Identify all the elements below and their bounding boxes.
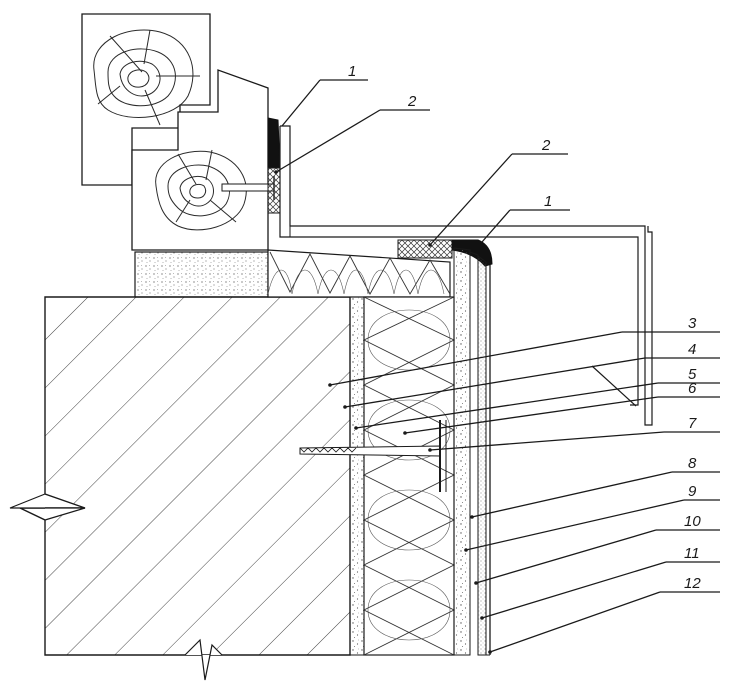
- callout-label-12: 12: [684, 575, 701, 592]
- callout-label-5: 5: [688, 366, 697, 383]
- sealant-upper: [267, 117, 281, 214]
- callout-labels: 1 2 2 1 3 4 5 6 7 8 9 10 11 12: [348, 63, 701, 592]
- sealing-tape-lower: [397, 239, 453, 259]
- callout-label-7: 7: [688, 415, 697, 432]
- sill-flashing: [279, 125, 653, 426]
- leader-dots: [274, 170, 492, 654]
- masonry-wall: [9, 296, 351, 681]
- callout-label-10: 10: [684, 513, 701, 530]
- base-coat-layer: [453, 247, 471, 656]
- callout-label-1-upper: 1: [348, 63, 356, 80]
- reinforcing-mesh: [469, 251, 479, 655]
- callout-label-2-lower: 2: [541, 137, 551, 154]
- callout-label-9: 9: [688, 483, 697, 500]
- anchor-dowel: [299, 420, 447, 492]
- leader-lines: [275, 79, 720, 653]
- wood-grain-upper: [93, 29, 200, 126]
- callout-label-2-upper: 2: [407, 93, 417, 110]
- callout-label-3: 3: [688, 315, 697, 332]
- adhesive-layer: [349, 296, 365, 656]
- decorative-plaster: [477, 255, 487, 656]
- callout-label-8: 8: [688, 455, 697, 472]
- window-frame: [81, 13, 275, 251]
- callout-label-11: 11: [684, 545, 700, 562]
- callout-label-1-lower: 1: [544, 193, 552, 210]
- callout-label-4: 4: [688, 341, 696, 358]
- callout-label-6: 6: [688, 380, 697, 397]
- wood-grain-lower: [155, 149, 247, 231]
- mortar-bed: [134, 251, 269, 298]
